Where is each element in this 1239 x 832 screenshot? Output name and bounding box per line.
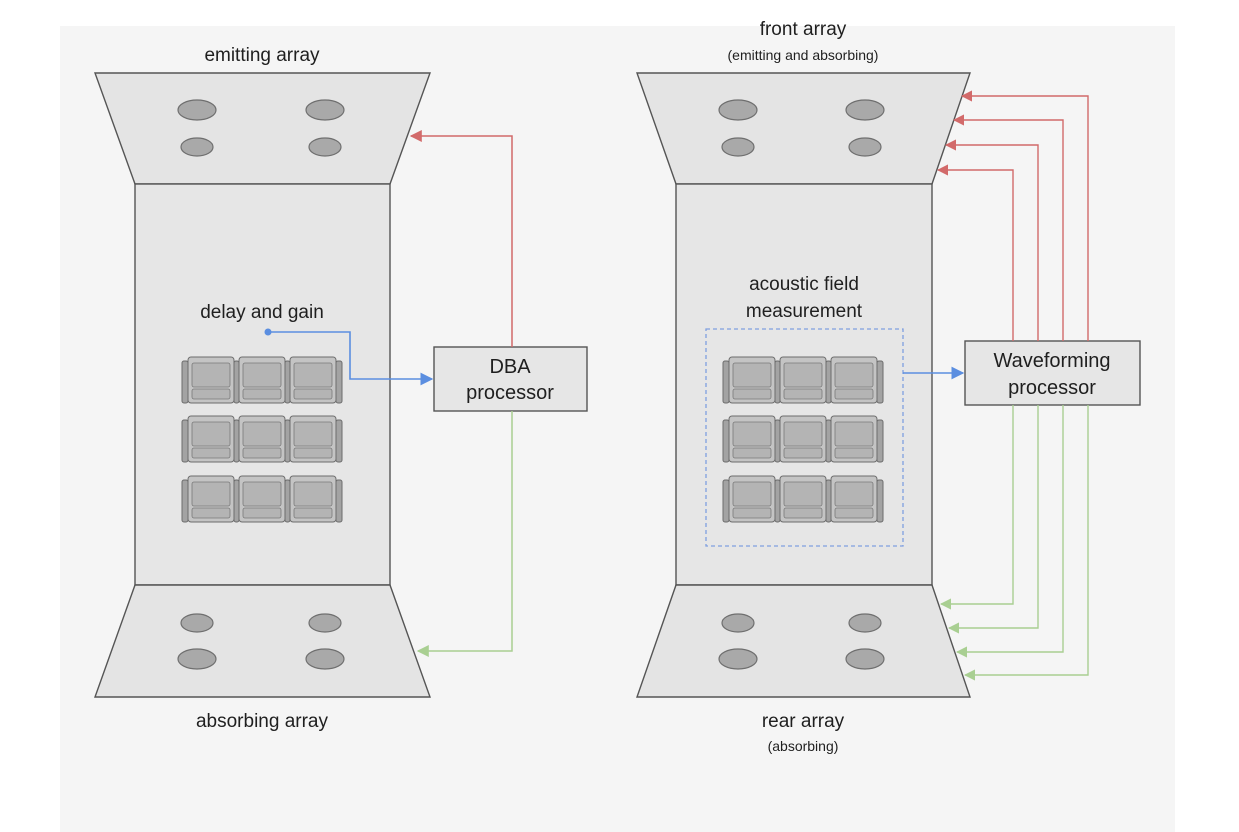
emitting-array-speakers (177, 99, 345, 157)
speaker (308, 137, 342, 157)
speaker (718, 99, 758, 121)
rear-array-speakers (718, 613, 885, 670)
dba-processor-line1: DBA (489, 356, 531, 378)
front-array-sublabel: (emitting and absorbing) (728, 47, 879, 63)
front-feed-lines (936, 90, 1089, 341)
speaker (845, 99, 885, 121)
speaker (180, 613, 214, 633)
absorb-feed-line (416, 411, 513, 657)
rear-array-label: rear array (762, 711, 845, 732)
rear-array-panel (636, 584, 971, 698)
front-array-speakers (718, 99, 885, 157)
emit-feed-line (409, 130, 513, 347)
feed-line (952, 114, 1064, 341)
rear-feed-lines (939, 405, 1089, 681)
seat-row (181, 415, 343, 463)
signal-line (268, 331, 434, 386)
seat-row (722, 415, 884, 463)
right-seating (722, 356, 884, 523)
seat-row (181, 356, 343, 404)
speaker (721, 137, 755, 157)
speaker (721, 613, 755, 633)
feed-line (960, 90, 1089, 341)
feed-line (944, 139, 1039, 341)
absorbing-array-label: absorbing array (196, 711, 329, 732)
feed-line (936, 164, 1014, 341)
speaker (305, 648, 345, 670)
feed-line (947, 405, 1039, 634)
speaker (718, 648, 758, 670)
emitting-array-panel (94, 72, 431, 185)
dba-processor-line2: processor (466, 382, 554, 404)
measurement-area (705, 328, 904, 547)
speaker (845, 648, 885, 670)
feed-line (939, 405, 1014, 610)
speaker (177, 99, 217, 121)
right-room: front array (emitting and absorbing) rea… (636, 19, 1141, 754)
left-seating (181, 356, 343, 523)
speaker (848, 137, 882, 157)
dba-processor-box (433, 346, 588, 412)
speaker (180, 137, 214, 157)
waveforming-processor-line1: Waveforming (993, 350, 1110, 372)
absorbing-array-speakers (177, 613, 345, 670)
speaker (848, 613, 882, 633)
waveforming-processor-line2: processor (1008, 377, 1096, 399)
acoustic-field-label-line1: acoustic field (749, 274, 859, 295)
acoustic-field-label-line2: measurement (746, 301, 863, 322)
speaker (177, 648, 217, 670)
feed-line (955, 405, 1064, 658)
speaker (305, 99, 345, 121)
front-array-label: front array (760, 19, 847, 40)
feed-line (963, 405, 1089, 681)
absorbing-array-panel (94, 584, 431, 698)
seat-row (722, 356, 884, 404)
left-room: emitting array absorbing array delay and… (94, 45, 588, 732)
emitting-array-label: emitting array (204, 45, 320, 66)
delay-and-gain-label: delay and gain (200, 302, 324, 323)
rear-array-sublabel: (absorbing) (768, 738, 839, 754)
front-array-panel (636, 72, 971, 185)
seat-row (181, 475, 343, 523)
seat-row (722, 475, 884, 523)
waveforming-processor-box (964, 340, 1141, 406)
speaker (308, 613, 342, 633)
